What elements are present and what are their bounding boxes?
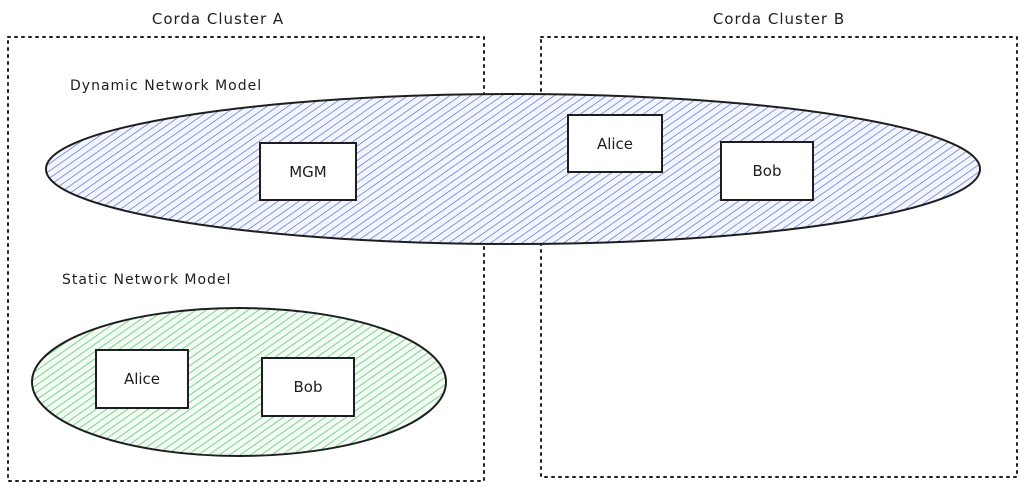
dynamic-bob-node: Bob — [720, 141, 814, 201]
mgm-node-label: MGM — [289, 163, 327, 181]
static-network-model: Static Network Model Alice Bob — [31, 272, 447, 457]
cluster-b: Corda Cluster B — [540, 10, 1018, 478]
dynamic-bob-node-label: Bob — [753, 162, 782, 180]
dynamic-alice-node-label: Alice — [597, 135, 633, 153]
dynamic-model-title: Dynamic Network Model — [70, 78, 262, 94]
static-alice-node-box — [95, 349, 189, 409]
dynamic-model-ellipse — [45, 93, 981, 245]
static-bob-node-box — [261, 357, 355, 417]
static-bob-node: Bob — [261, 357, 355, 417]
cluster-a-title: Corda Cluster A — [152, 10, 284, 28]
cluster-a-boundary — [7, 36, 485, 482]
static-alice-node: Alice — [95, 349, 189, 409]
cluster-a: Corda Cluster A — [7, 10, 485, 482]
static-alice-node-label: Alice — [124, 370, 160, 388]
dynamic-bob-node-box — [720, 141, 814, 201]
dynamic-alice-node-box — [567, 114, 663, 173]
static-model-ellipse — [31, 307, 447, 457]
dynamic-alice-node: Alice — [567, 114, 663, 173]
dynamic-network-model: Dynamic Network Model MGM Alice Bob — [45, 78, 981, 245]
static-bob-node-label: Bob — [294, 378, 323, 396]
cluster-b-title: Corda Cluster B — [713, 10, 845, 28]
mgm-node-box — [259, 142, 357, 201]
static-model-title: Static Network Model — [62, 272, 231, 288]
mgm-node: MGM — [259, 142, 357, 201]
cluster-b-boundary — [540, 36, 1018, 478]
